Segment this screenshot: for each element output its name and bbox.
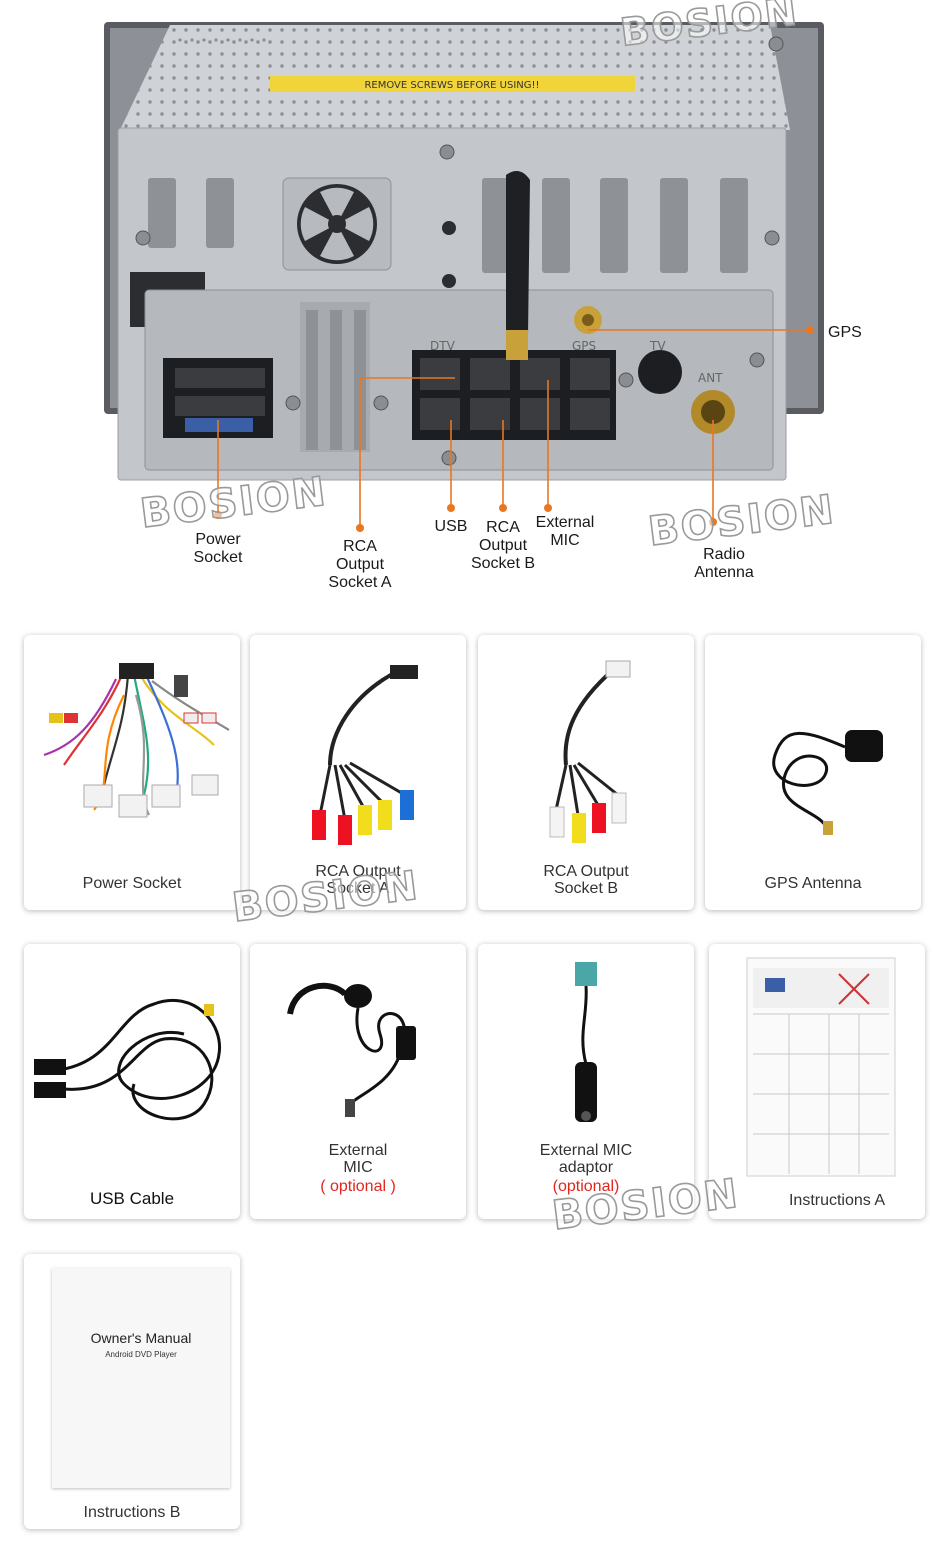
manual-booklet-icon: Owner's Manual Android DVD Player <box>52 1268 230 1488</box>
accessory-card-gps-antenna: GPS Antenna <box>705 635 921 910</box>
accessory-label: RCA Output Socket B <box>543 863 629 897</box>
accessory-label: Instructions B <box>83 1504 181 1521</box>
tv-mark: TV <box>649 339 666 353</box>
microphone-icon <box>287 982 416 1117</box>
accessory-card-instructions-a: Instructions A <box>709 944 925 1219</box>
rca-cable-icon <box>312 665 418 845</box>
gps-callout: GPS <box>828 324 862 341</box>
accessory-label: Power Socket <box>82 875 182 892</box>
accessory-card-instructions-b: Owner's Manual Android DVD Player Instru… <box>24 1254 240 1529</box>
external-mic-callout: External MIC <box>535 514 595 549</box>
accessory-label: External MIC <box>328 1142 388 1176</box>
accessory-label: External MIC adaptor <box>539 1142 633 1176</box>
rca-cable-icon <box>549 660 631 843</box>
accessory-card-power-socket: Power Socket <box>24 635 240 910</box>
usb-callout: USB <box>434 518 468 535</box>
power-socket-callout: Power Socket <box>193 531 243 566</box>
device-back-panel-illustration: REMOVE SCREWS BEFORE USING!! <box>104 22 824 532</box>
device-back-panel-diagram: REMOVE SCREWS BEFORE USING!! <box>0 0 950 610</box>
dtv-mark: DTV <box>430 339 456 353</box>
accessory-card-rca-output-socket-a: RCA Output Socket A <box>250 635 466 910</box>
accessory-label: GPS Antenna <box>764 875 862 892</box>
rca-output-socket-b-callout: RCA Output Socket B <box>470 519 536 572</box>
accessory-card-rca-output-socket-b: RCA Output Socket B <box>478 635 694 910</box>
gps-antenna-icon <box>772 730 883 835</box>
accessory-card-external-mic-adaptor: External MIC adaptor (optional) <box>478 944 694 1219</box>
ant-mark: ANT <box>698 371 723 385</box>
accessory-label: RCA Output Socket A <box>315 863 401 897</box>
optional-tag: ( optional ) <box>320 1178 396 1195</box>
gps-mark: GPS <box>572 339 596 353</box>
accessory-label: USB Cable <box>89 1189 175 1208</box>
accessory-card-external-mic: External MIC ( optional ) <box>250 944 466 1219</box>
usb-cable-icon <box>34 998 222 1121</box>
accessory-label: Instructions A <box>788 1192 886 1209</box>
manual-title: Owner's Manual <box>90 1330 192 1346</box>
instruction-sheet-icon <box>746 957 896 1177</box>
accessory-card-usb-cable: USB Cable <box>24 944 240 1219</box>
manual-subtitle: Android DVD Player <box>105 1350 177 1359</box>
radio-antenna-callout: Radio Antenna <box>694 546 754 581</box>
wiring-harness-icon <box>43 663 230 818</box>
optional-tag: (optional) <box>552 1178 620 1195</box>
mic-adaptor-icon <box>575 962 597 1122</box>
rca-output-socket-a-callout: RCA Output Socket A <box>328 538 392 591</box>
warning-sticker-text: REMOVE SCREWS BEFORE USING!! <box>364 80 539 91</box>
